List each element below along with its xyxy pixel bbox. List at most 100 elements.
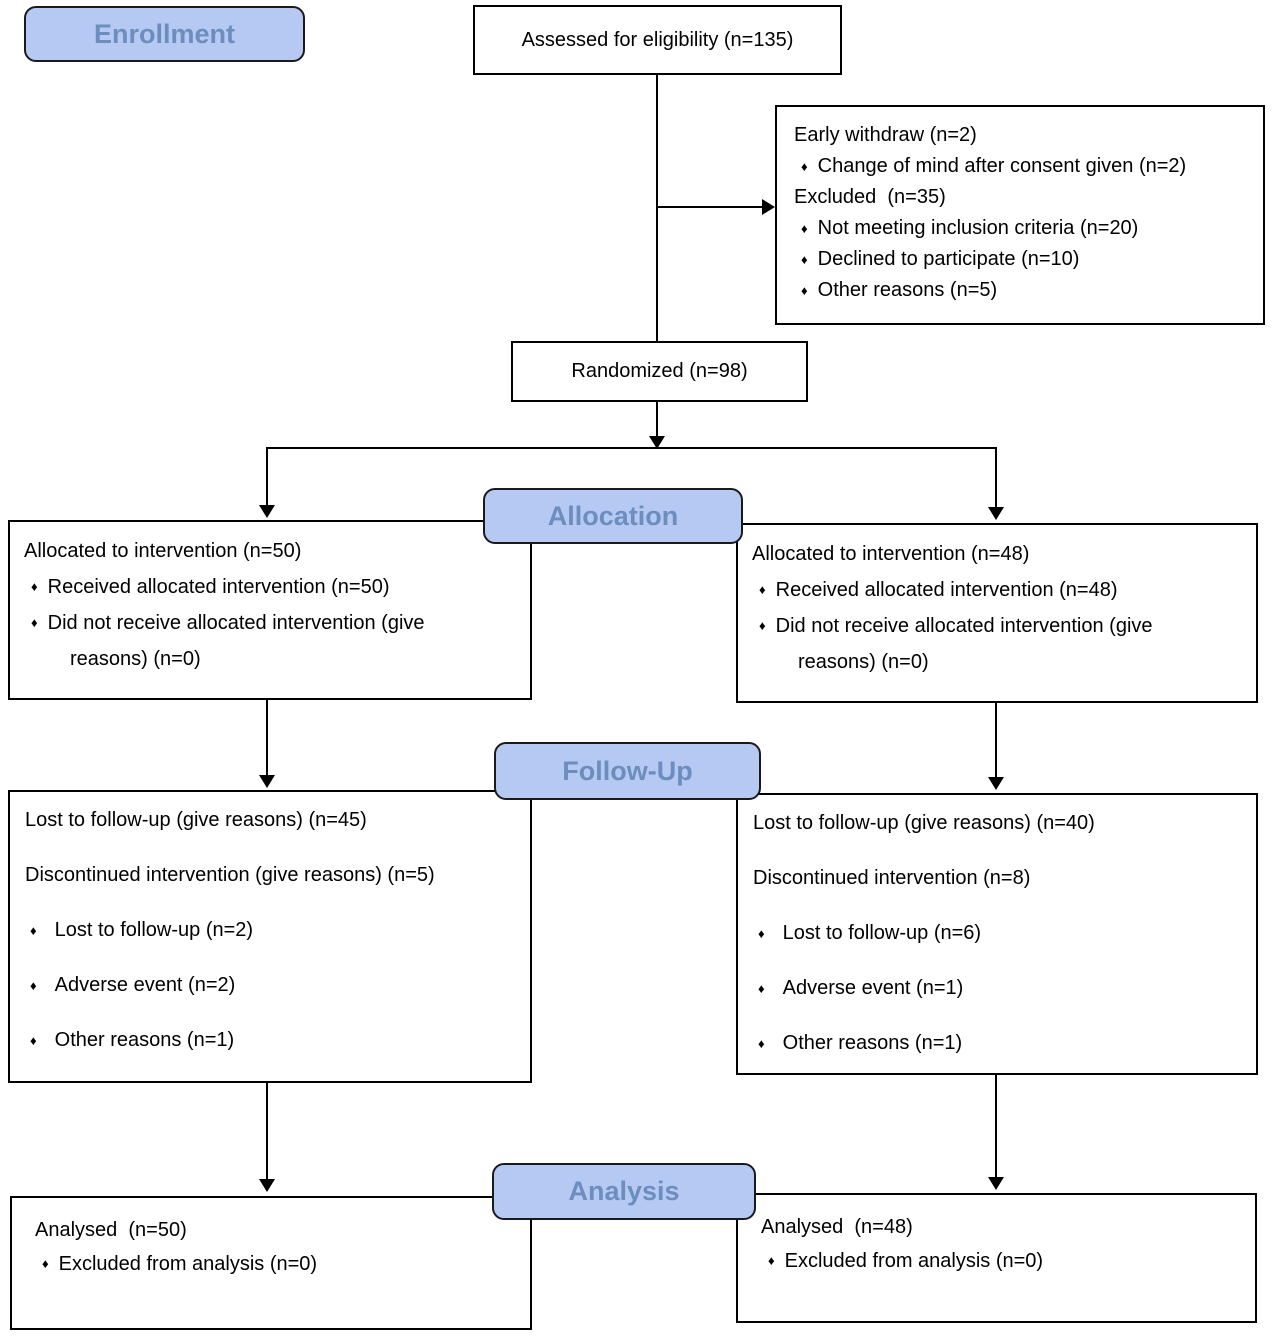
box-line-text: Lost to follow-up (n=2) xyxy=(54,919,254,941)
diamond-bullet-icon: ♦ xyxy=(31,615,38,630)
box-line: ♦ Did not receive allocated intervention … xyxy=(24,605,520,641)
box-line: ♦ Declined to participate (n=10) xyxy=(794,244,1253,275)
diamond-bullet-icon: ♦ xyxy=(801,252,808,267)
diamond-bullet-icon: ♦ xyxy=(768,1253,775,1268)
box-line: Lost to follow-up (give reasons) (n=45) xyxy=(25,809,367,831)
arrow-right-icon xyxy=(762,199,775,215)
box-line: Early withdraw (n=2) xyxy=(794,124,977,146)
box-line: ♦ Other reasons (n=5) xyxy=(794,275,1253,306)
box-line-text: Excluded from analysis (n=0) xyxy=(58,1253,318,1275)
box-line: Analysed (n=50) xyxy=(35,1219,187,1241)
diamond-bullet-icon: ♦ xyxy=(30,978,37,993)
box-line: ♦ Adverse event (n=1) xyxy=(753,973,1246,1004)
connector-split-line xyxy=(266,447,996,449)
box-line-text: Received allocated intervention (n=50) xyxy=(47,576,390,598)
connector-split-to-alloc-left xyxy=(266,447,268,507)
followup-stage-badge: Follow-Up xyxy=(494,742,761,800)
excluded-box: Early withdraw (n=2) ♦ Change of mind afte… xyxy=(775,105,1265,325)
box-line-text: Adverse event (n=2) xyxy=(54,974,236,996)
box-line: ♦ Excluded from analysis (n=0) xyxy=(761,1244,1245,1278)
connector-alloc-to-followup-left xyxy=(266,700,268,777)
box-line-text: Adverse event (n=1) xyxy=(782,977,964,999)
box-line-text: Other reasons (n=5) xyxy=(817,279,998,301)
followup-left-box: Lost to follow-up (give reasons) (n=45) D… xyxy=(8,790,532,1083)
connector-followup-to-analysis-left xyxy=(266,1083,268,1181)
box-line-text: Received allocated intervention (n=48) xyxy=(775,579,1118,601)
box-line: ♦ Did not receive allocated intervention … xyxy=(752,608,1246,644)
box-line: ♦ Not meeting inclusion criteria (n=20) xyxy=(794,213,1253,244)
box-line: reasons) (n=0) xyxy=(798,651,929,673)
box-line: Lost to follow-up (give reasons) (n=40) xyxy=(753,812,1095,834)
box-line-text: Did not receive allocated intervention (… xyxy=(775,615,1153,637)
connector-followup-to-analysis-right xyxy=(995,1075,997,1179)
arrow-down-icon xyxy=(649,436,665,449)
box-line: ♦ Change of mind after consent given (n=2… xyxy=(794,151,1253,182)
box-line: ♦ Lost to follow-up (n=6) xyxy=(753,918,1246,949)
analysis-left-content: Analysed (n=50) ♦ Excluded from analysis (… xyxy=(12,1198,530,1328)
diamond-bullet-icon: ♦ xyxy=(758,1036,765,1051)
box-line: ♦ Other reasons (n=1) xyxy=(753,1028,1246,1059)
box-line: ♦ Adverse event (n=2) xyxy=(25,970,520,1001)
followup-left-content: Lost to follow-up (give reasons) (n=45) D… xyxy=(10,792,530,1081)
assessed-eligibility-box: Assessed for eligibility (n=135) xyxy=(473,5,842,75)
followup-right-box: Lost to follow-up (give reasons) (n=40) D… xyxy=(736,793,1258,1075)
diamond-bullet-icon: ♦ xyxy=(42,1256,49,1271)
allocation-right-content: Allocated to intervention (n=48) ♦ Receive… xyxy=(738,525,1256,701)
diamond-bullet-icon: ♦ xyxy=(31,579,38,594)
diamond-bullet-icon: ♦ xyxy=(759,582,766,597)
excluded-box-content: Early withdraw (n=2) ♦ Change of mind afte… xyxy=(777,107,1263,323)
diamond-bullet-icon: ♦ xyxy=(801,159,808,174)
box-line: ♦ Excluded from analysis (n=0) xyxy=(35,1247,520,1281)
box-line: ♦ Received allocated intervention (n=50) xyxy=(24,569,520,605)
connector-to-excluded xyxy=(657,206,762,208)
box-line: ♦ Lost to follow-up (n=2) xyxy=(25,915,520,946)
diamond-bullet-icon: ♦ xyxy=(759,618,766,633)
box-line-text: Declined to participate (n=10) xyxy=(817,248,1080,270)
diamond-bullet-icon: ♦ xyxy=(758,926,765,941)
diamond-bullet-icon: ♦ xyxy=(758,981,765,996)
analysis-right-box: Analysed (n=48) ♦ Excluded from analysis (… xyxy=(736,1193,1257,1323)
box-line: ♦ Other reasons (n=1) xyxy=(25,1025,520,1056)
allocation-stage-badge: Allocation xyxy=(483,488,743,544)
box-line-text: Other reasons (n=1) xyxy=(54,1029,235,1051)
box-line-text: Not meeting inclusion criteria (n=20) xyxy=(817,217,1139,239)
arrow-down-icon xyxy=(259,505,275,518)
randomized-box: Randomized (n=98) xyxy=(511,341,808,402)
box-line-text: Excluded from analysis (n=0) xyxy=(784,1250,1044,1272)
arrow-down-icon xyxy=(259,1179,275,1192)
box-line-text: Lost to follow-up (n=6) xyxy=(782,922,982,944)
diamond-bullet-icon: ♦ xyxy=(30,1033,37,1048)
allocation-left-content: Allocated to intervention (n=50) ♦ Receive… xyxy=(10,522,530,698)
followup-right-content: Lost to follow-up (give reasons) (n=40) D… xyxy=(738,795,1256,1073)
connector-randomized-to-split xyxy=(656,402,658,438)
box-line: Analysed (n=48) xyxy=(761,1216,913,1238)
box-line: Allocated to intervention (n=50) xyxy=(24,540,302,562)
enrollment-stage-badge: Enrollment xyxy=(24,6,305,62)
connector-assessed-to-randomized xyxy=(656,75,658,341)
box-line-text: Change of mind after consent given (n=2) xyxy=(817,155,1187,177)
analysis-left-box: Analysed (n=50) ♦ Excluded from analysis (… xyxy=(10,1196,532,1330)
analysis-stage-badge: Analysis xyxy=(492,1163,756,1220)
assessed-eligibility-text: Assessed for eligibility (n=135) xyxy=(521,28,794,51)
connector-alloc-to-followup-right xyxy=(995,703,997,779)
box-line: Discontinued intervention (n=8) xyxy=(753,867,1031,889)
box-line: Allocated to intervention (n=48) xyxy=(752,543,1030,565)
arrow-down-icon xyxy=(988,507,1004,520)
box-line: Excluded (n=35) xyxy=(794,186,946,208)
allocation-left-box: Allocated to intervention (n=50) ♦ Receive… xyxy=(8,520,532,700)
randomized-text: Randomized (n=98) xyxy=(571,360,748,382)
arrow-down-icon xyxy=(259,775,275,788)
box-line-text: Other reasons (n=1) xyxy=(782,1032,963,1054)
diamond-bullet-icon: ♦ xyxy=(801,221,808,236)
connector-split-to-alloc-right xyxy=(995,447,997,509)
diamond-bullet-icon: ♦ xyxy=(30,923,37,938)
arrow-down-icon xyxy=(988,1177,1004,1190)
analysis-right-content: Analysed (n=48) ♦ Excluded from analysis (… xyxy=(738,1195,1255,1321)
box-line: Discontinued intervention (give reasons)… xyxy=(25,864,435,886)
diamond-bullet-icon: ♦ xyxy=(801,283,808,298)
box-line: reasons) (n=0) xyxy=(70,648,201,670)
box-line-text: Did not receive allocated intervention (… xyxy=(47,612,425,634)
box-line: ♦ Received allocated intervention (n=48) xyxy=(752,572,1246,608)
arrow-down-icon xyxy=(988,777,1004,790)
